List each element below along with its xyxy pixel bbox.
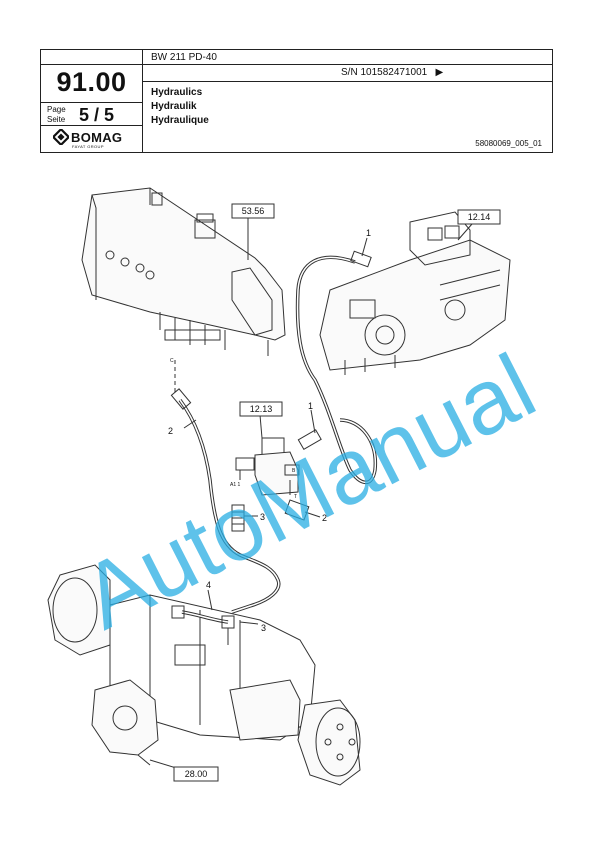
ref-box-valve: 12.13 bbox=[239, 401, 283, 417]
page-label: Page bbox=[47, 105, 66, 114]
svg-text:12.14: 12.14 bbox=[468, 212, 491, 222]
page-label-german: Seite bbox=[47, 115, 66, 124]
fitting-3-upper bbox=[231, 504, 245, 532]
item-number: 2 bbox=[322, 513, 327, 523]
leader-line bbox=[183, 419, 197, 429]
logo-text: BOMAG bbox=[71, 130, 123, 145]
port-label: C bbox=[170, 358, 174, 364]
svg-text:53.56: 53.56 bbox=[242, 206, 265, 216]
divider bbox=[142, 81, 552, 82]
item-number: 1 bbox=[308, 401, 313, 411]
leader-line bbox=[304, 511, 321, 518]
title-french: Hydraulique bbox=[151, 115, 209, 126]
item-number: 3 bbox=[261, 623, 266, 633]
port-label: A1 1 bbox=[230, 482, 241, 488]
divider bbox=[41, 102, 142, 103]
leader-line bbox=[457, 223, 473, 241]
item-number: 1 bbox=[366, 228, 371, 238]
title-english: Hydraulics bbox=[151, 87, 203, 98]
item-number: 4 bbox=[206, 580, 211, 590]
hose-4-axle bbox=[171, 605, 235, 645]
play-arrow-icon: ▶ bbox=[435, 67, 444, 78]
port-label: T bbox=[294, 494, 297, 500]
port-label: B bbox=[292, 468, 296, 474]
leader-line bbox=[239, 621, 259, 625]
ref-box-pump: 12.14 bbox=[457, 209, 501, 225]
title-block: BW 211 PD-40 S/N 101582471001 ▶ 91.00 Pa… bbox=[40, 49, 553, 153]
title-german: Hydraulik bbox=[151, 101, 197, 112]
hydraulic-tank bbox=[81, 187, 286, 356]
drive-axle bbox=[47, 564, 361, 786]
page-number: 5 / 5 bbox=[79, 105, 115, 125]
watermark: AutoManual bbox=[67, 335, 551, 649]
leader-line bbox=[259, 414, 263, 439]
hose-2-main bbox=[170, 360, 281, 614]
serial-number: S/N 101582471001 ▶ bbox=[341, 67, 444, 78]
svg-text:28.00: 28.00 bbox=[185, 769, 208, 779]
logo-subtext: FAYAT GROUP bbox=[72, 144, 104, 149]
ref-box-tank: 53.56 bbox=[231, 203, 275, 219]
item-number: 2 bbox=[168, 426, 173, 436]
control-valve bbox=[235, 437, 300, 496]
fitting-2-right bbox=[284, 499, 310, 521]
section-number: 91.00 bbox=[56, 67, 127, 97]
ref-box-axle: 28.00 bbox=[173, 766, 219, 782]
leader-line bbox=[207, 589, 213, 611]
divider bbox=[142, 64, 552, 65]
svg-text:12.13: 12.13 bbox=[250, 404, 273, 414]
document-number: 58080069_005_01 bbox=[475, 139, 542, 148]
divider bbox=[41, 125, 142, 126]
leader-line bbox=[310, 409, 316, 434]
bomag-logo-icon bbox=[53, 129, 69, 145]
divider bbox=[142, 50, 143, 152]
leader-line bbox=[361, 237, 368, 257]
hydraulic-pump bbox=[319, 211, 511, 375]
divider bbox=[41, 64, 142, 65]
item-number: 3 bbox=[260, 512, 265, 522]
model-name: BW 211 PD-40 bbox=[151, 52, 217, 63]
